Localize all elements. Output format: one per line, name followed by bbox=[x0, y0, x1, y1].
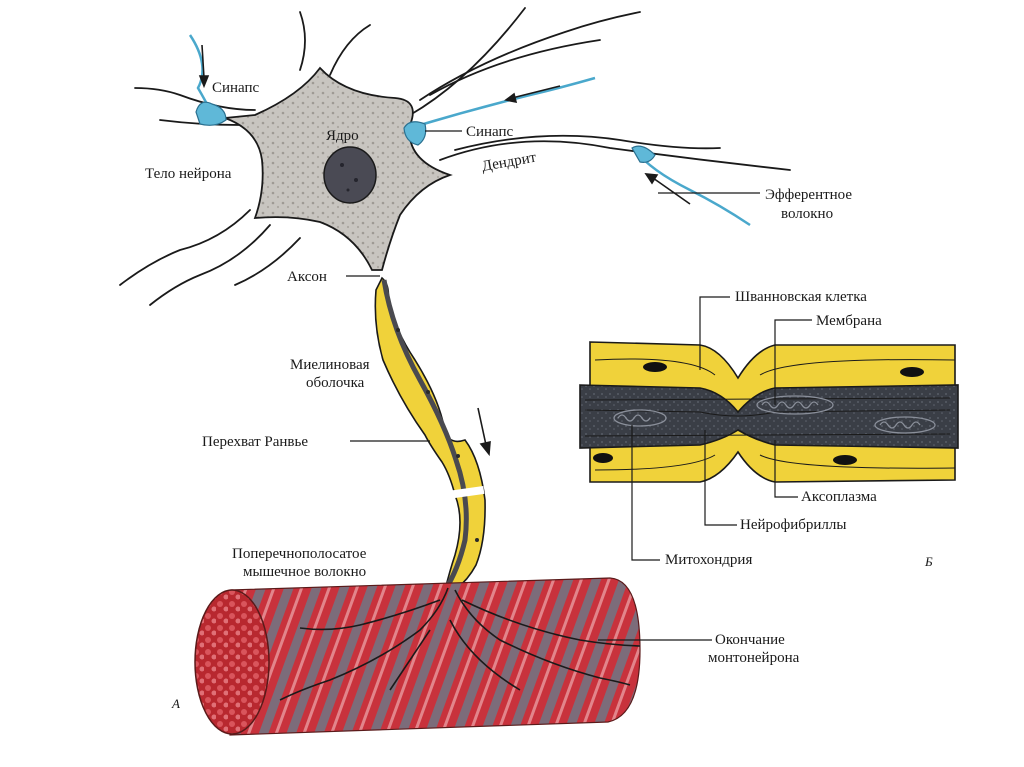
axon-section bbox=[579, 341, 959, 483]
nucleus bbox=[323, 146, 377, 204]
label-muscle-2: мышечное волокно bbox=[243, 564, 367, 580]
label-panel-a: А bbox=[172, 696, 180, 711]
muscle-fiber bbox=[194, 577, 641, 736]
label-efferent-1: Эфферентное bbox=[765, 187, 853, 203]
label-axoplasm: Аксоплазма bbox=[801, 489, 877, 505]
label-mitochondria: Митохондрия bbox=[665, 552, 753, 568]
synapse-right bbox=[403, 121, 427, 146]
label-schwann: Шванновская клетка bbox=[735, 289, 867, 305]
dendrites bbox=[119, 7, 791, 306]
synapse-efferent bbox=[631, 145, 656, 163]
synapse-top bbox=[195, 101, 227, 126]
label-ending-1: Окончание bbox=[715, 632, 785, 648]
label-neurofibrils: Нейрофибриллы bbox=[740, 517, 847, 533]
label-ending-2: монтонейрона bbox=[708, 650, 800, 666]
nerve-endings bbox=[279, 587, 641, 701]
label-axon: Аксон bbox=[287, 269, 327, 285]
leader-lines-b bbox=[631, 296, 812, 561]
label-efferent-2: волокно bbox=[781, 206, 834, 222]
label-neuron-body: Тело нейрона bbox=[145, 166, 232, 182]
myelinated-axon bbox=[374, 276, 486, 592]
label-myelin-1: Миелиновая bbox=[290, 357, 370, 373]
label-synapse-top: Синапс bbox=[212, 80, 260, 96]
leader-lines-a bbox=[346, 130, 760, 641]
label-membrane: Мембрана bbox=[816, 313, 882, 329]
label-nucleus: Ядро bbox=[326, 128, 359, 144]
label-myelin-2: оболочка bbox=[306, 375, 365, 391]
label-synapse-right: Синапс bbox=[466, 124, 514, 140]
label-panel-b: Б bbox=[925, 554, 933, 569]
direction-arrows bbox=[198, 44, 691, 457]
label-muscle-1: Поперечнополосатое bbox=[232, 546, 367, 562]
label-ranvier: Перехват Ранвье bbox=[202, 434, 309, 450]
